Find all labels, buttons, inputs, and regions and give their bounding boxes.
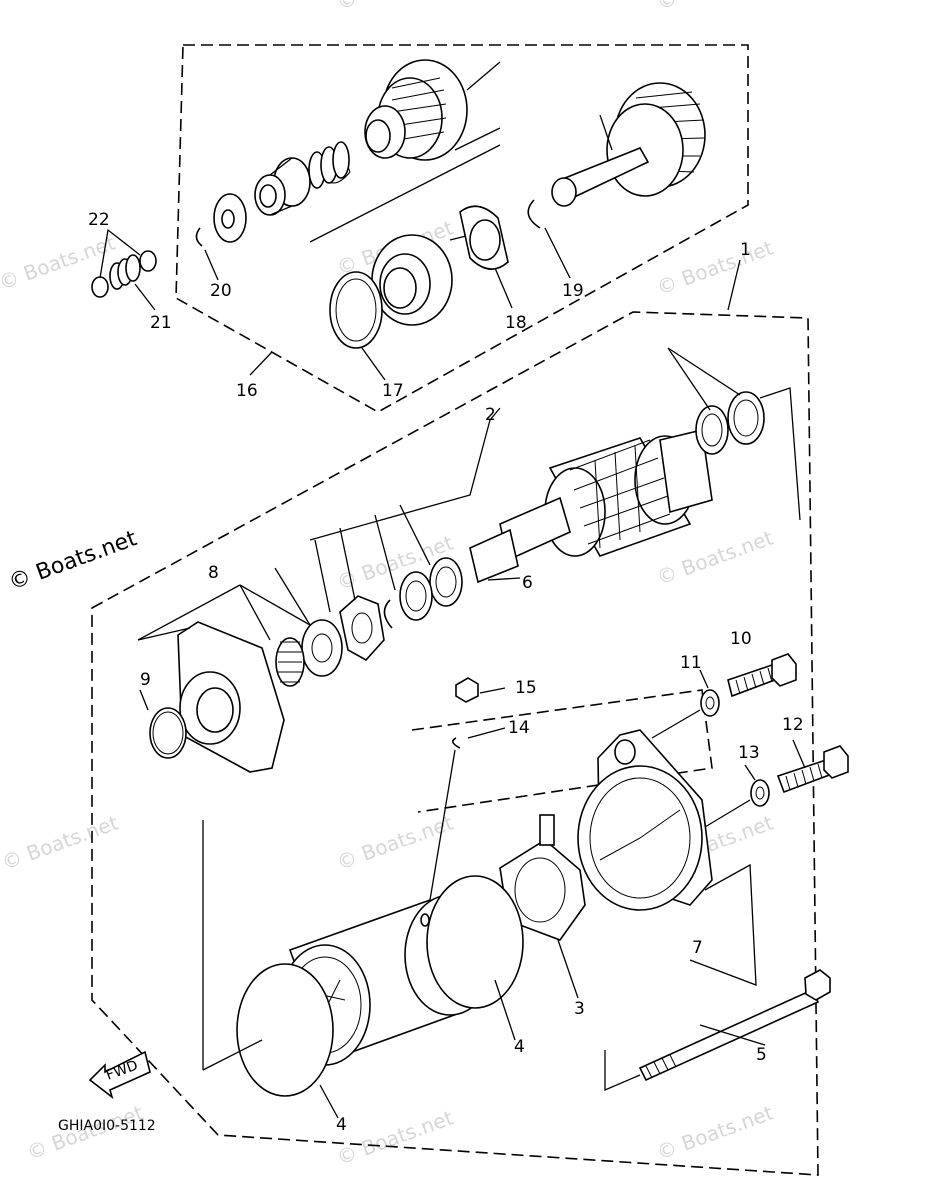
clutch-group [195, 59, 706, 381]
spring-pin-set [91, 228, 157, 311]
ring-gear-17 [329, 271, 383, 349]
callout-9: 9 [140, 670, 151, 690]
pinion-gear [364, 59, 501, 161]
callout-15: 15 [515, 678, 537, 698]
callout-2: 2 [485, 405, 496, 425]
bolt-10 [727, 653, 797, 698]
leader-16a [309, 144, 501, 243]
leader-2 [309, 407, 501, 541]
watermark: © Boats.net [654, 0, 777, 15]
callout-22: 22 [88, 210, 110, 230]
clutch-assembly-box [175, 44, 749, 413]
watermark: © Boats.net [654, 525, 777, 589]
watermark: © Boats.net [334, 1105, 457, 1169]
callout-1: 1 [740, 240, 751, 260]
rear-cover-7 [577, 729, 757, 986]
clutch-shaft [551, 82, 706, 207]
callout-5: 5 [756, 1045, 767, 1065]
callout-10: 10 [730, 629, 752, 649]
washer-11 [699, 669, 720, 717]
through-bolt-5 [604, 969, 831, 1091]
callout-21: 21 [150, 313, 172, 333]
washer [213, 193, 247, 243]
diagram-code: GHIA0I0-5112 [58, 1118, 156, 1134]
watermark-main: © Boats.net [6, 526, 141, 596]
callout-4b: 4 [336, 1115, 347, 1135]
watermark: © Boats.net [334, 810, 457, 874]
callout-16: 16 [236, 381, 258, 401]
clutch-spring [308, 141, 351, 189]
watermark: © Boats.net [654, 235, 777, 299]
callout-20: 20 [210, 281, 232, 301]
callout-6: 6 [522, 573, 533, 593]
plate-18 [449, 205, 513, 309]
watermark: © Boats.net [654, 1100, 777, 1164]
group-boxes [91, 44, 819, 1176]
bolt-12 [776, 739, 849, 794]
circlip-19 [527, 199, 541, 229]
callout-11: 11 [680, 653, 702, 673]
leader-17 [361, 347, 386, 381]
part-number-labels: 1 2 3 4 4 5 6 7 8 9 10 11 12 13 14 15 16… [88, 210, 804, 1135]
leader-21 [134, 283, 156, 311]
callout-18: 18 [505, 313, 527, 333]
callout-8: 8 [208, 563, 219, 583]
callout-14: 14 [508, 718, 530, 738]
circlip-20 [195, 227, 203, 247]
leader-16 [249, 351, 273, 376]
leader-19 [544, 227, 571, 279]
callout-13: 13 [738, 743, 760, 763]
callout-17: 17 [382, 381, 404, 401]
leader-11b [651, 709, 701, 739]
yoke-4 [202, 820, 524, 1119]
watermark: © Boats.net [334, 0, 457, 15]
stop-collar [254, 157, 311, 216]
front-cover [137, 567, 311, 773]
bearing-housing [371, 234, 453, 326]
leader-9 [139, 689, 149, 711]
callout-4a: 4 [514, 1037, 525, 1057]
washer-13 [744, 764, 770, 807]
armature-washers [309, 347, 801, 541]
motor-assembly-box [91, 311, 819, 1176]
callout-3: 3 [574, 999, 585, 1019]
brush-holder-3 [499, 814, 586, 999]
callout-19: 19 [562, 281, 584, 301]
leader-20 [204, 249, 219, 281]
watermark: © Boats.net [0, 810, 122, 874]
leader-1 [727, 259, 741, 311]
front-washers [301, 504, 463, 677]
fwd-arrow: FWD [88, 1050, 151, 1100]
callout-7: 7 [692, 938, 703, 958]
nut-bolt-box [411, 677, 713, 901]
callout-12: 12 [782, 715, 804, 735]
leader-22 [99, 228, 141, 279]
armature-2 [469, 429, 713, 584]
leader-13b [699, 799, 751, 831]
